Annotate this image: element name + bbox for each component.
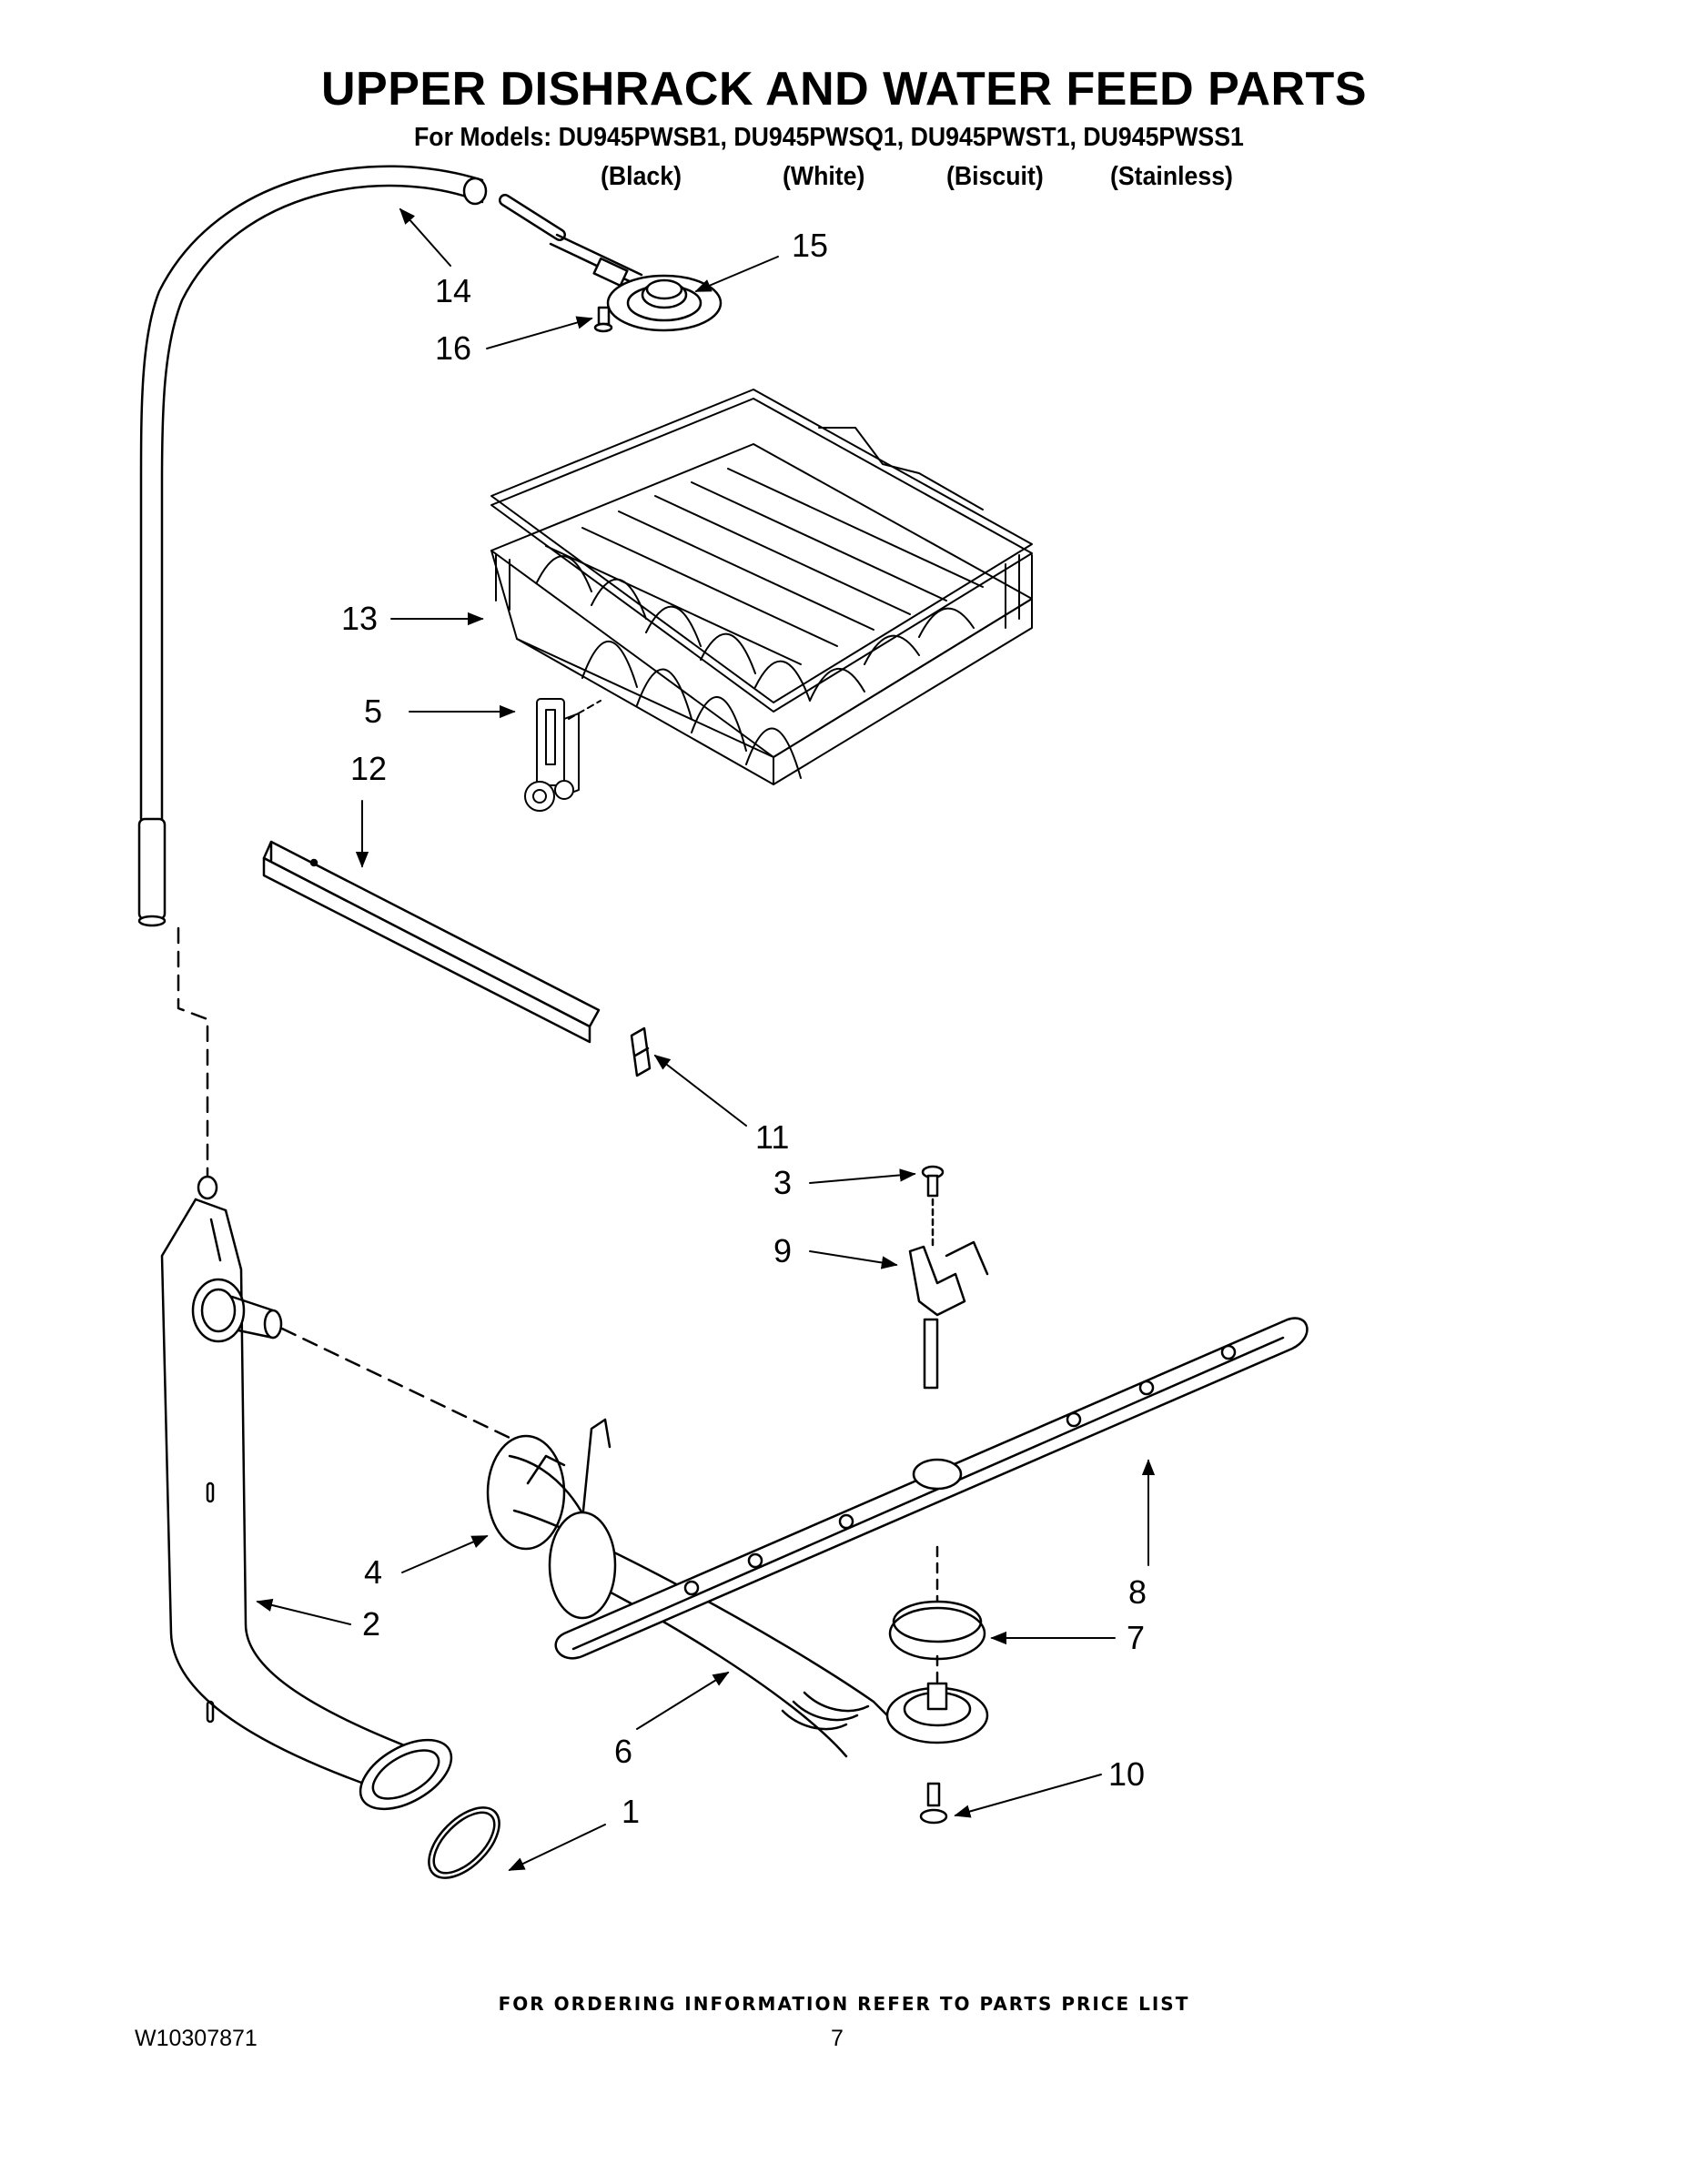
manifold-tube xyxy=(160,1175,453,1811)
color-black: (Black) xyxy=(601,162,682,191)
dashed-connector-tube xyxy=(177,926,209,1180)
leader-14 xyxy=(399,207,451,267)
ordering-note: FOR ORDERING INFORMATION REFER TO PARTS … xyxy=(498,1993,1190,2015)
leader-10 xyxy=(954,1774,1102,1818)
document-number: W10307871 xyxy=(135,2026,258,2051)
screw-3 xyxy=(921,1165,945,1249)
models-line: For Models: DU945PWSB1, DU945PWSQ1, DU94… xyxy=(414,123,1244,152)
callout-16: 16 xyxy=(435,329,471,367)
track-stop xyxy=(630,1026,652,1077)
callout-7: 7 xyxy=(1127,1619,1145,1656)
spray-arm-hub xyxy=(885,1682,989,1744)
rack-adjuster xyxy=(524,698,601,812)
callout-1: 1 xyxy=(622,1793,640,1830)
callout-2: 2 xyxy=(362,1605,380,1643)
leader-3 xyxy=(809,1168,916,1184)
callout-10: 10 xyxy=(1108,1755,1145,1793)
callout-3: 3 xyxy=(773,1164,792,1201)
leader-6 xyxy=(636,1672,730,1730)
rack-track xyxy=(262,840,601,1044)
dashed-connector-arm xyxy=(280,1327,511,1440)
leader-16 xyxy=(486,316,593,349)
callout-5: 5 xyxy=(364,693,382,730)
o-ring xyxy=(428,1806,500,1879)
callout-leaders xyxy=(256,207,1156,1871)
upper-spray-assembly xyxy=(499,194,723,332)
leader-1 xyxy=(508,1824,606,1871)
callout-11: 11 xyxy=(755,1118,789,1156)
callout-13: 13 xyxy=(341,600,378,637)
upper-dishrack xyxy=(490,389,1033,785)
screw-16 xyxy=(593,306,613,333)
leader-15 xyxy=(694,256,779,292)
callout-8: 8 xyxy=(1128,1573,1147,1611)
screw-10 xyxy=(919,1782,948,1825)
spray-arm-support xyxy=(908,1240,989,1390)
feed-tube-assembly xyxy=(486,1418,903,1758)
spray-arm-seal xyxy=(888,1600,986,1661)
callout-numbers: 1 2 3 4 5 6 7 8 9 10 11 12 13 14 15 16 xyxy=(341,227,1147,1830)
leader-2 xyxy=(256,1598,351,1625)
page-title: UPPER DISHRACK AND WATER FEED PARTS xyxy=(320,63,1368,116)
callout-15: 15 xyxy=(792,227,828,264)
color-biscuit: (Biscuit) xyxy=(946,162,1044,191)
callout-9: 9 xyxy=(773,1232,792,1269)
callout-12: 12 xyxy=(350,750,387,787)
page-number: 7 xyxy=(831,2026,844,2051)
leader-4 xyxy=(401,1535,489,1573)
color-white: (White) xyxy=(783,162,865,191)
leader-9 xyxy=(809,1250,898,1269)
color-stainless: (Stainless) xyxy=(1110,162,1233,191)
lower-spray-arm xyxy=(554,1317,1309,1660)
callout-6: 6 xyxy=(614,1733,632,1770)
leader-11 xyxy=(653,1054,747,1127)
callout-4: 4 xyxy=(364,1553,382,1591)
water-feed-tube xyxy=(137,165,488,927)
callout-14: 14 xyxy=(435,272,471,309)
